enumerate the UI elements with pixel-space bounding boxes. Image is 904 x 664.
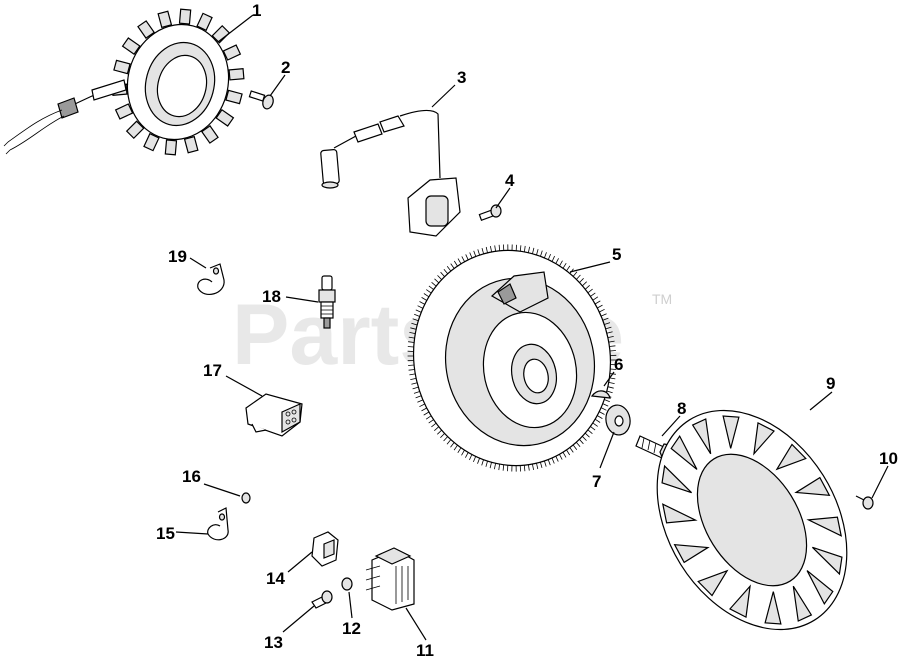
callout-8: 8 xyxy=(677,399,686,418)
watermark-tm: TM xyxy=(652,291,672,307)
part-4-screw[interactable] xyxy=(478,204,502,221)
part-11-rectifier[interactable] xyxy=(365,547,415,611)
callout-13: 13 xyxy=(264,633,283,652)
callout-17: 17 xyxy=(203,361,222,380)
callout-14: 14 xyxy=(266,569,285,588)
part-6-key[interactable] xyxy=(590,390,611,399)
callout-16: 16 xyxy=(182,467,201,486)
part-1-stator[interactable] xyxy=(3,8,245,156)
part-7-washer[interactable] xyxy=(604,403,633,437)
part-19-clamp[interactable] xyxy=(197,263,225,296)
part-3-ignition-module[interactable] xyxy=(320,109,461,237)
part-16-washer[interactable] xyxy=(241,492,251,504)
callout-19: 19 xyxy=(168,247,187,266)
callout-11: 11 xyxy=(416,641,434,660)
callout-5: 5 xyxy=(612,245,621,264)
part-17-connector-block[interactable] xyxy=(245,393,303,437)
part-15-clamp[interactable] xyxy=(207,507,229,541)
callout-15: 15 xyxy=(156,524,175,543)
callout-12: 12 xyxy=(342,619,361,638)
callout-6: 6 xyxy=(614,355,623,374)
part-10-screw[interactable] xyxy=(855,495,874,510)
part-18-spark-plug[interactable] xyxy=(318,275,336,329)
callout-18: 18 xyxy=(262,287,281,306)
leader-lines xyxy=(175,14,889,641)
part-5-flywheel[interactable] xyxy=(394,232,631,484)
callout-7: 7 xyxy=(592,472,601,491)
callout-3: 3 xyxy=(457,68,466,87)
callout-9: 9 xyxy=(826,374,835,393)
part-9-fan[interactable] xyxy=(618,375,886,664)
callout-2: 2 xyxy=(281,58,290,77)
callout-10: 10 xyxy=(879,449,898,468)
callout-1: 1 xyxy=(252,1,261,20)
part-12-washer[interactable] xyxy=(341,577,353,591)
part-14-connector[interactable] xyxy=(311,531,339,567)
callout-numbers: 1 2 3 4 5 6 7 8 9 10 11 12 13 14 15 16 1… xyxy=(156,1,898,660)
part-13-screw[interactable] xyxy=(311,590,333,609)
callout-4: 4 xyxy=(505,171,515,190)
